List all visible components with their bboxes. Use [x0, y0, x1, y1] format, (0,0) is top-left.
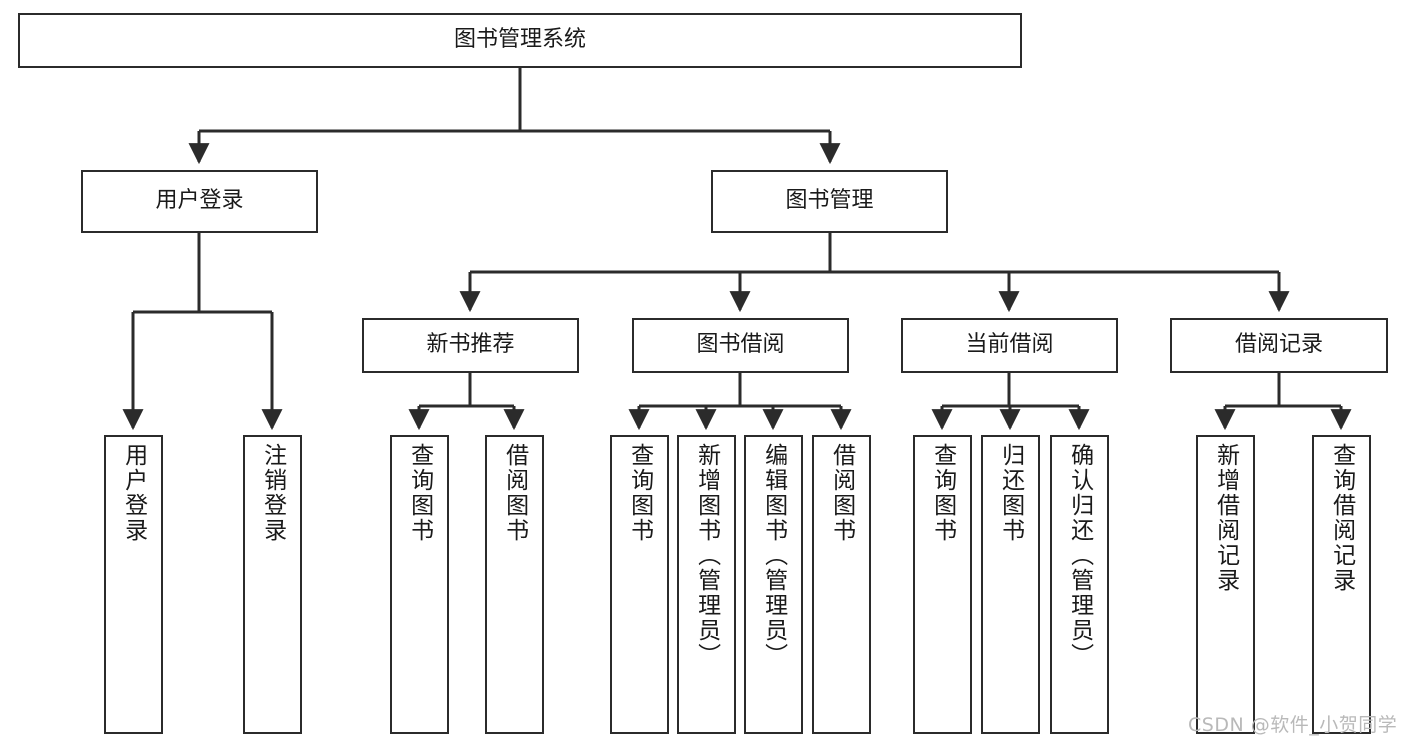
edges-user-login-to-leaves	[122, 233, 283, 431]
edges-book-management-to-level3	[459, 233, 1290, 313]
node-leaf-query-book-borrow-label: 查询图书	[626, 443, 653, 543]
node-leaf-query-book-borrow[interactable]: 查询图书	[610, 435, 669, 734]
edges-borrow-record-to-leaves	[1214, 373, 1352, 431]
edges-root-to-level2	[188, 68, 841, 165]
node-borrow-record[interactable]: 借阅记录	[1170, 318, 1388, 373]
node-current-borrow-label: 当前借阅	[965, 332, 1054, 358]
node-leaf-logout-login-label: 注销登录	[259, 443, 286, 543]
node-leaf-add-borrow-record-label: 新增借阅记录	[1212, 443, 1239, 593]
node-new-book-recommend-label: 新书推荐	[426, 332, 515, 358]
node-leaf-query-book-recommend-label: 查询图书	[406, 443, 433, 543]
edges-new-book-recommend-to-leaves	[408, 373, 525, 431]
node-borrow-record-label: 借阅记录	[1234, 332, 1323, 358]
node-book-borrow-label: 图书借阅	[696, 332, 785, 358]
node-leaf-add-book-admin-label: 新增图书（管理员）	[693, 443, 720, 668]
node-leaf-add-borrow-record[interactable]: 新增借阅记录	[1196, 435, 1255, 734]
node-leaf-return-book[interactable]: 归还图书	[981, 435, 1040, 734]
node-new-book-recommend[interactable]: 新书推荐	[362, 318, 579, 373]
node-current-borrow[interactable]: 当前借阅	[901, 318, 1118, 373]
node-book-borrow[interactable]: 图书借阅	[632, 318, 849, 373]
node-leaf-query-borrow-record-label: 查询借阅记录	[1328, 443, 1355, 593]
node-leaf-borrow-book-recommend-label: 借阅图书	[501, 443, 528, 543]
node-leaf-query-book-recommend[interactable]: 查询图书	[390, 435, 449, 734]
watermark: CSDN @软件_小贺同学	[1188, 714, 1398, 736]
node-book-management[interactable]: 图书管理	[711, 170, 948, 233]
node-leaf-add-book-admin[interactable]: 新增图书（管理员）	[677, 435, 736, 734]
node-user-login-label: 用户登录	[155, 188, 244, 214]
edges-current-borrow-to-leaves	[931, 373, 1090, 431]
node-leaf-edit-book-admin[interactable]: 编辑图书（管理员）	[744, 435, 803, 734]
node-leaf-query-book-current-label: 查询图书	[929, 443, 956, 543]
node-user-login[interactable]: 用户登录	[81, 170, 318, 233]
edges-book-borrow-to-leaves	[628, 373, 852, 431]
node-leaf-query-book-current[interactable]: 查询图书	[913, 435, 972, 734]
node-leaf-return-book-label: 归还图书	[997, 443, 1024, 543]
node-leaf-borrow-book-label: 借阅图书	[828, 443, 855, 543]
node-leaf-borrow-book[interactable]: 借阅图书	[812, 435, 871, 734]
node-leaf-confirm-return-admin[interactable]: 确认归还（管理员）	[1050, 435, 1109, 734]
node-root[interactable]: 图书管理系统	[18, 13, 1022, 68]
node-root-label: 图书管理系统	[453, 27, 586, 53]
node-leaf-edit-book-admin-label: 编辑图书（管理员）	[760, 443, 787, 668]
node-leaf-confirm-return-admin-label: 确认归还（管理员）	[1066, 443, 1093, 668]
node-leaf-user-login[interactable]: 用户登录	[104, 435, 163, 734]
node-leaf-borrow-book-recommend[interactable]: 借阅图书	[485, 435, 544, 734]
node-leaf-query-borrow-record[interactable]: 查询借阅记录	[1312, 435, 1371, 734]
node-leaf-user-login-label: 用户登录	[120, 443, 147, 543]
node-book-management-label: 图书管理	[785, 188, 874, 214]
node-leaf-logout-login[interactable]: 注销登录	[243, 435, 302, 734]
